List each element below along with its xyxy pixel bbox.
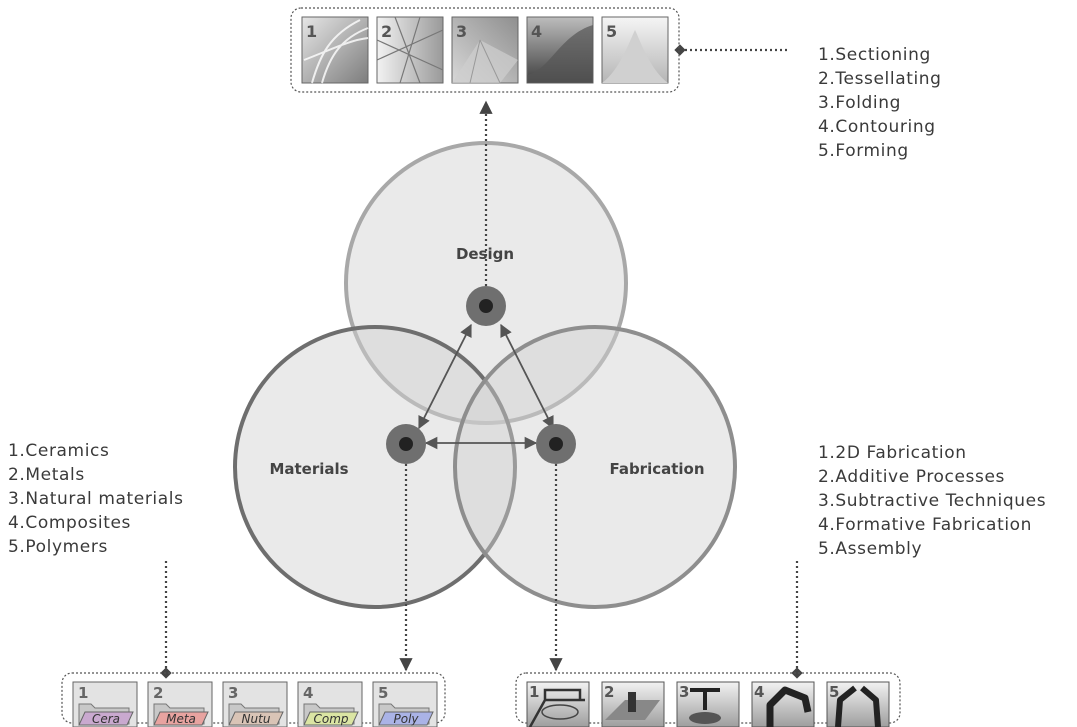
design-thumb-1: 1: [301, 16, 369, 84]
fabrication-thumb-number: 4: [754, 683, 764, 701]
materials-thumb-label: Poly: [393, 712, 419, 726]
design-thumb-number: 1: [306, 22, 317, 41]
fabrication-thumb-3: 3: [676, 681, 740, 727]
materials-thumb-label: Nutu: [242, 712, 271, 726]
dotted-connectors: [164, 48, 799, 673]
materials-thumb-number: 4: [303, 684, 313, 702]
list-item: 4.Formative Fabrication: [818, 515, 1033, 535]
fabrication-node: [536, 424, 576, 464]
design-methods-list: 1.Sectioning 2.Tessellating 3.Folding 4.…: [818, 43, 942, 163]
design-thumb-4: 4: [526, 16, 594, 84]
arrow-design-materials: [418, 323, 472, 430]
nodes: [386, 286, 576, 464]
connection-arrows: [418, 323, 554, 450]
design-thumb-number: 5: [606, 22, 617, 41]
list-item: 1.2D Fabrication: [818, 443, 967, 463]
list-item: 3.Subtractive Techniques: [818, 491, 1047, 511]
materials-label: Materials: [269, 460, 348, 478]
arrow-design-fabrication: [500, 323, 554, 430]
fabrication-thumb-4: 4: [751, 681, 815, 727]
design-circle: [344, 141, 628, 425]
list-item: 5.Polymers: [8, 537, 108, 557]
list-item: 4.Composites: [8, 513, 132, 533]
design-thumb-3: 3: [451, 16, 519, 84]
design-thumb-number: 4: [531, 22, 542, 41]
list-item: 2.Metals: [8, 465, 85, 485]
fabrication-panel: 1 2 3 4 5: [515, 672, 901, 727]
fabrication-thumb-number: 5: [829, 683, 839, 701]
list-item: 4.Contouring: [818, 117, 936, 137]
design-thumb-number: 3: [456, 22, 467, 41]
list-item: 3.Folding: [818, 93, 901, 113]
materials-thumb-label: Cera: [92, 712, 120, 726]
fabrication-thumb-5: 5: [826, 681, 890, 727]
fabrication-thumb-number: 2: [604, 683, 614, 701]
materials-thumb-number: 5: [378, 684, 388, 702]
fabrication-label: Fabrication: [609, 460, 704, 478]
design-panel-frame: [290, 7, 680, 93]
materials-thumb-number: 2: [153, 684, 163, 702]
list-item: 5.Assembly: [818, 539, 923, 559]
fabrication-panel-frame: [515, 672, 901, 724]
fabrication-list: 1.2D Fabrication 2.Additive Processes 3.…: [818, 441, 1046, 561]
design-thumb-number: 2: [381, 22, 392, 41]
fabrication-thumb-1: 1: [526, 681, 590, 727]
fabrication-thumb-number: 3: [679, 683, 689, 701]
design-thumb-2: 2: [376, 16, 444, 84]
list-item: 2.Tessellating: [818, 69, 942, 89]
materials-thumb-number: 1: [78, 684, 88, 702]
venn-circles: [233, 141, 737, 609]
list-item: 3.Natural materials: [8, 489, 184, 509]
list-item: 1.Ceramics: [8, 441, 110, 461]
materials-list: 1.Ceramics 2.Metals 3.Natural materials …: [8, 439, 184, 559]
materials-thumb-label: Meta: [166, 712, 196, 726]
design-panel: 1 2 3 4 5: [290, 7, 680, 93]
connector-diamonds: [160, 44, 803, 679]
list-item: 2.Additive Processes: [818, 467, 1005, 487]
materials-thumb-label: Comp: [313, 712, 348, 726]
design-thumb-5: 5: [601, 16, 669, 84]
fabrication-diamond: [791, 667, 803, 679]
materials-node: [386, 424, 426, 464]
design-node: [466, 286, 506, 326]
materials-thumb-number: 3: [228, 684, 238, 702]
fabrication-thumb-number: 1: [529, 683, 539, 701]
list-item: 5.Forming: [818, 141, 909, 161]
list-item: 1.Sectioning: [818, 45, 931, 65]
fabrication-thumb-2: 2: [601, 681, 665, 727]
design-diamond: [674, 44, 686, 56]
